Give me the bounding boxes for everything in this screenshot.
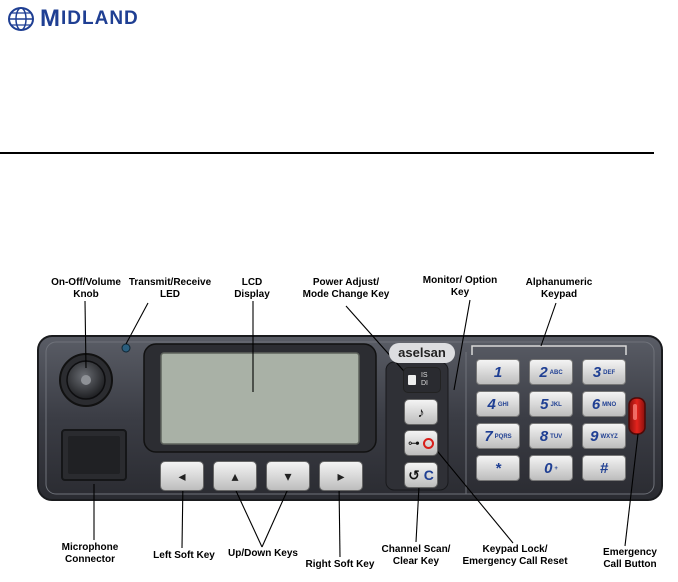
scan-arrow-icon: ↺: [408, 467, 420, 483]
lcd-screen: [160, 352, 360, 445]
key-digit: 3: [592, 364, 602, 381]
key-digit: 5: [540, 396, 549, 413]
power-adjust-key[interactable]: IS DI: [403, 367, 441, 393]
key-digit: 1: [493, 364, 503, 381]
key-digit: #: [599, 460, 609, 477]
key-digit: 0: [544, 460, 553, 477]
callout-emergency-call: Emergency Call Button: [603, 547, 657, 570]
key-digit: 9: [590, 428, 599, 445]
channel-scan-key[interactable]: ↺ C: [404, 462, 438, 488]
key-digit: 4: [487, 396, 496, 413]
key-digit: *: [495, 460, 501, 477]
mode-marks: IS DI: [420, 372, 428, 387]
callout-keypad-lock: Keypad Lock/ Emergency Call Reset: [462, 544, 568, 567]
key-digit: 7: [484, 428, 493, 445]
brand-name: IDLAND: [61, 8, 139, 29]
horizontal-rule: [0, 152, 654, 154]
callout-monitor-option: Monitor/ Option Key: [422, 275, 498, 298]
key-letters: MNO: [602, 402, 617, 409]
power-dot-icon: [423, 438, 435, 450]
down-key[interactable]: ▾: [266, 461, 310, 491]
right-soft-key[interactable]: ▸: [319, 461, 363, 491]
keypad-key[interactable]: #: [582, 455, 626, 481]
key-digit: 6: [591, 396, 601, 413]
key-letters: GHI: [497, 402, 509, 409]
callout-alphanumeric-keypad: Alphanumeric Keypad: [525, 277, 593, 300]
volume-knob[interactable]: [59, 353, 113, 407]
callout-lcd-display: LCD Display: [234, 277, 270, 300]
key-letters: WXYZ: [600, 434, 618, 441]
keypad-lock-key[interactable]: ⊶: [404, 430, 438, 456]
music-note-icon: ♪: [417, 404, 425, 420]
monitor-option-key[interactable]: ♪: [404, 399, 438, 425]
aselsan-badge: aselsan: [389, 343, 455, 363]
callout-transmit-receive: Transmit/Receive LED: [128, 277, 212, 300]
key-digit: 8: [539, 428, 549, 445]
callout-microphone-connector: Microphone Connector: [61, 542, 119, 565]
key-letters: ABC: [549, 370, 563, 377]
key-letters: +: [554, 466, 558, 473]
keypad-key[interactable]: *: [476, 455, 520, 481]
microphone-connector: [61, 429, 127, 481]
key-digit: 2: [539, 364, 548, 381]
emergency-call-button[interactable]: [628, 397, 646, 435]
key-letters: DEF: [603, 370, 616, 377]
keypad-key[interactable]: 0+: [529, 455, 573, 481]
key-letters: PQRS: [494, 434, 512, 441]
clear-icon: C: [423, 467, 434, 483]
key-letters: TUV: [550, 434, 563, 441]
left-soft-key[interactable]: ◂: [160, 461, 204, 491]
key-letters: JKL: [550, 402, 562, 409]
lock-icon: [408, 375, 416, 385]
tx-rx-led: [121, 343, 131, 353]
keypad-key[interactable]: 1: [476, 359, 520, 385]
up-key[interactable]: ▴: [213, 461, 257, 491]
globe-icon: [8, 7, 34, 31]
midland-logo: M IDLAND: [6, 4, 139, 34]
callout-power-adjust: Power Adjust/ Mode Change Key: [302, 277, 390, 300]
callout-up-down-keys: Up/Down Keys: [227, 548, 298, 559]
callout-left-soft-key: Left Soft Key: [153, 550, 215, 561]
callout-right-soft-key: Right Soft Key: [305, 559, 375, 570]
callout-channel-scan: Channel Scan/ Clear Key: [381, 544, 451, 567]
callout-on-off-volume: On-Off/Volume Knob: [51, 277, 121, 300]
brand-initial: M: [40, 5, 61, 32]
key-icon: ⊶: [407, 436, 420, 450]
